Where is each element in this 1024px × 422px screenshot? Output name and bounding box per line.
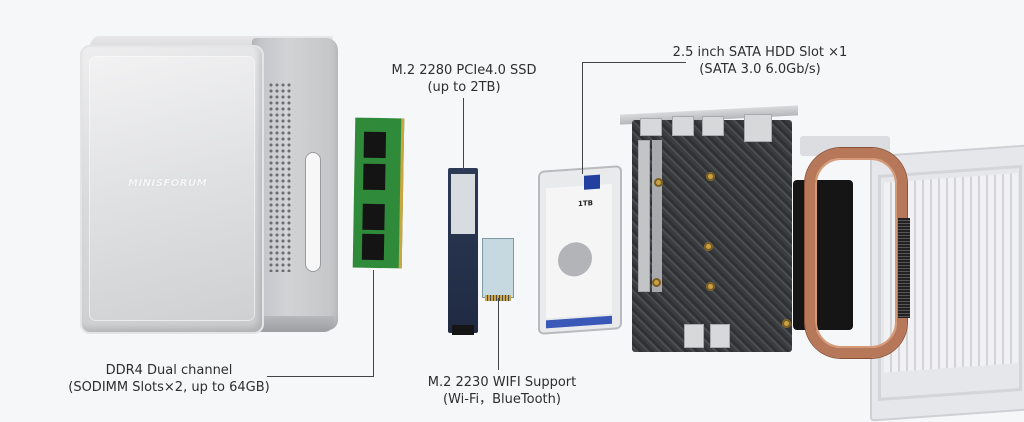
vent-holes <box>268 82 292 272</box>
wifi-leader-line <box>498 298 499 370</box>
ram-callout-line1: DDR4 Dual channel <box>105 363 233 378</box>
hdd-drive: 1TB <box>538 165 622 335</box>
standoff <box>652 278 661 287</box>
hdd-leader-line-v <box>582 62 583 174</box>
port-lan <box>672 116 694 136</box>
port-usb-front <box>684 324 704 348</box>
ram-module <box>352 117 405 269</box>
ram-callout: DDR4 Dual channel (SODIMM Slots×2, up to… <box>62 362 276 396</box>
ram-callout-line2: (SODIMM Slots×2, up to 64GB) <box>68 380 270 395</box>
hdd-callout-line1: 2.5 inch SATA HDD Slot ×1 <box>672 45 848 60</box>
ssd-callout: M.2 2280 PCIe4.0 SSD (up to 2TB) <box>384 62 544 96</box>
port-hdmi <box>640 118 662 136</box>
hdd-capacity: 1TB <box>578 199 593 209</box>
motherboard <box>632 114 792 352</box>
mini-pc-case <box>80 45 264 334</box>
port-usb3 <box>744 114 772 142</box>
hdd-brand-logo-icon <box>584 174 600 190</box>
port-usb-front <box>710 324 730 348</box>
heatpipe <box>805 148 907 358</box>
port-usb <box>702 116 724 136</box>
case-slot <box>305 152 321 272</box>
ssd-leader-line <box>463 98 464 170</box>
case-side-panel <box>252 38 338 330</box>
standoff <box>706 282 715 291</box>
sodimm-slot <box>652 140 662 292</box>
hdd-leader-line-h <box>582 62 686 63</box>
ram-chip <box>362 203 385 231</box>
heatsink-fins <box>898 218 910 318</box>
wifi-callout-line2: (Wi-Fi，BlueTooth) <box>443 392 561 407</box>
wifi-card <box>482 238 514 301</box>
ssd-callout-line1: M.2 2280 PCIe4.0 SSD <box>391 63 537 78</box>
ssd-callout-line2: (up to 2TB) <box>427 80 501 95</box>
wifi-callout-line1: M.2 2230 WIFI Support <box>427 375 577 390</box>
case-front-panel <box>90 57 254 320</box>
cooler-block <box>793 180 853 330</box>
ssd-connector <box>452 325 474 335</box>
standoff <box>706 172 715 181</box>
ram-leader-line-v <box>373 270 374 377</box>
wifi-callout: M.2 2230 WIFI Support (Wi-Fi，BlueTooth) <box>414 374 590 408</box>
ram-leader-line-h <box>267 376 374 377</box>
ram-chip <box>363 131 387 159</box>
standoff <box>704 242 713 251</box>
ram-chip <box>361 233 385 261</box>
m2-ssd <box>448 168 478 335</box>
sodimm-slot <box>638 140 650 292</box>
hdd-callout-line2: (SATA 3.0 6.0Gb/s) <box>699 62 821 77</box>
standoff <box>782 319 791 328</box>
standoff <box>654 178 663 187</box>
ssd-label <box>451 174 475 234</box>
hdd-callout: 2.5 inch SATA HDD Slot ×1 (SATA 3.0 6.0G… <box>660 44 860 78</box>
ram-chip <box>363 163 386 191</box>
brand-logo: MINISFORUM <box>128 178 208 189</box>
